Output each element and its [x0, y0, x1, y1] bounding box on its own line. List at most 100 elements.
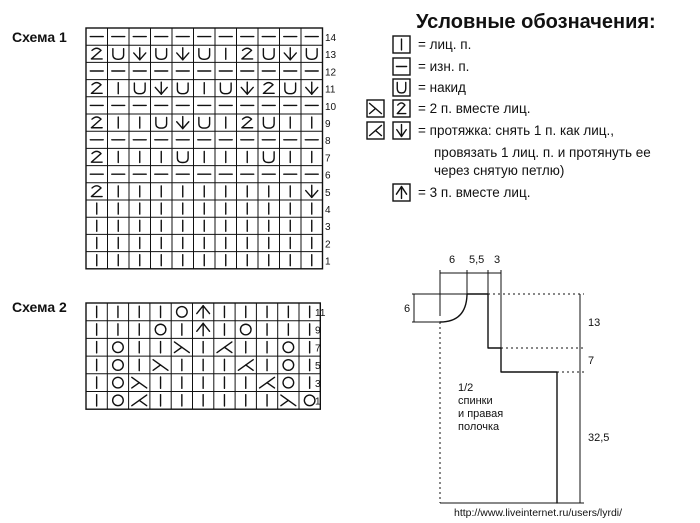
dim-body-length: 32,5	[588, 432, 609, 444]
scheme2-row-number: 5	[315, 361, 321, 372]
yarn-over-symbol	[111, 376, 124, 389]
scheme2-chart: 11 9 7 5 3 1	[85, 302, 326, 410]
legend-symbol-box	[392, 183, 411, 202]
yarn-over-symbol	[176, 151, 189, 164]
legend-item-text: = накид	[418, 80, 466, 95]
yarn-over-symbol	[305, 47, 318, 61]
dim-armhole-height: 13	[588, 317, 600, 329]
yarn-over-symbol	[262, 47, 275, 61]
yarn-over-symbol	[111, 358, 124, 371]
dim-armhole-shaping: 7	[588, 355, 594, 367]
pattern-label-line1: 1/2	[458, 382, 473, 394]
dim-neck-width: 6	[449, 254, 455, 266]
k2tog-symbol	[241, 116, 254, 129]
legend-item-text: = изн. п.	[418, 59, 469, 74]
scheme1-row-number: 14	[325, 33, 337, 44]
yarn-over-symbol	[155, 47, 168, 61]
yarn-over-symbol	[262, 116, 275, 129]
yarn-over-symbol	[155, 116, 168, 129]
ssk-symbol	[305, 81, 319, 95]
pattern-label-line2: спинки	[458, 395, 493, 407]
legend-item-text: = 3 п. вместе лиц.	[418, 185, 530, 200]
yarn-over-symbol	[239, 323, 252, 336]
yarn-over-symbol	[198, 116, 211, 129]
yarn-over-symbol	[111, 394, 124, 407]
scheme2-row-number: 11	[315, 308, 326, 319]
legend-item-text: через снятую петлю)	[434, 163, 564, 178]
ssk-symbol	[240, 81, 254, 95]
dim-shoulder: 5,5	[469, 254, 484, 266]
scheme2-title: Схема 2	[12, 299, 67, 315]
ssk-symbol	[176, 115, 190, 130]
scheme1-title: Схема 1	[12, 29, 67, 45]
k2tog-symbol	[396, 102, 407, 115]
scheme1-row-number: 9	[325, 119, 331, 130]
ssk-symbol	[283, 47, 297, 61]
yarn-over-symbol	[175, 305, 188, 318]
ssk-symbol	[396, 123, 407, 138]
scheme1-row-number: 6	[325, 171, 331, 182]
yarn-over-symbol	[262, 151, 275, 164]
scheme1-row-number: 8	[325, 136, 331, 147]
scheme2-row-number: 3	[315, 379, 321, 390]
yarn-over-symbol	[133, 82, 146, 95]
yarn-over-symbol	[219, 82, 232, 95]
yarn-over-symbol	[111, 341, 124, 354]
ssk-symbol	[237, 358, 254, 371]
legend-item-text: провязать 1 лиц. п. и протянуть ее	[434, 145, 651, 160]
legend-symbol-box	[366, 121, 385, 140]
watermark-url: http://www.liveinternet.ru/users/lyrdi/	[454, 507, 622, 519]
k2tog-symbol	[152, 358, 169, 371]
k2tog-symbol	[90, 150, 103, 163]
k3tog-symbol	[395, 185, 408, 200]
k2tog-symbol	[368, 102, 383, 115]
k2tog-symbol	[241, 47, 254, 60]
scheme2-row-number: 9	[315, 326, 321, 337]
pattern-label-line4: полочка	[458, 421, 500, 433]
ssk-symbol	[216, 341, 233, 354]
yarn-over-symbol	[198, 47, 211, 61]
scheme1-row-number: 2	[325, 239, 331, 250]
legend-symbol-box	[366, 99, 385, 118]
k2tog-symbol	[262, 81, 275, 95]
pattern-label-line3: и правая	[458, 408, 503, 420]
scheme1-row-number: 5	[325, 188, 331, 199]
sewing-pattern: 6 5,5 3 6 13 7 32,5 1/2 спинки и правая …	[404, 254, 609, 504]
yarn-over-symbol	[284, 82, 297, 95]
legend-item-text: = протяжка: снять 1 п. как лиц.,	[418, 123, 614, 138]
k2tog-symbol	[90, 47, 103, 60]
yarn-over-symbol	[282, 341, 295, 354]
ssk-symbol	[258, 376, 276, 389]
legend-symbol-box	[392, 35, 411, 54]
legend-title: Условные обозначения:	[416, 11, 656, 33]
scheme1-row-number: 11	[325, 85, 336, 96]
legend-symbol-box	[392, 78, 411, 97]
k2tog-symbol	[131, 376, 148, 389]
ssk-symbol	[131, 394, 148, 407]
k2tog-symbol	[90, 185, 103, 198]
legend-list: = лиц. п. = изн. п. = накид = 2 п. вместе л…	[366, 35, 651, 202]
scheme2-row-number: 7	[315, 343, 321, 354]
yarn-over-symbol	[112, 47, 125, 61]
legend-item-text: = 2 п. вместе лиц.	[418, 101, 530, 116]
scheme1-row-number: 10	[325, 102, 337, 113]
ssk-symbol	[305, 184, 319, 199]
ssk-symbol	[176, 47, 190, 61]
legend-symbol-box	[392, 57, 411, 76]
yarn-over-symbol	[303, 394, 316, 407]
legend-symbol-box	[392, 99, 411, 118]
scheme2-row-number: 1	[315, 397, 321, 408]
dim-neck-depth: 6	[404, 303, 410, 315]
scheme1-row-number: 12	[325, 67, 337, 78]
k2tog-symbol	[90, 116, 103, 129]
dim-armhole-top: 3	[494, 254, 500, 266]
ssk-symbol	[154, 81, 168, 95]
k2tog-symbol	[90, 81, 103, 95]
legend-item-text: = лиц. п.	[418, 37, 471, 52]
yarn-over-symbol	[282, 358, 295, 371]
k3tog-symbol	[196, 322, 211, 337]
ssk-symbol	[368, 124, 383, 137]
